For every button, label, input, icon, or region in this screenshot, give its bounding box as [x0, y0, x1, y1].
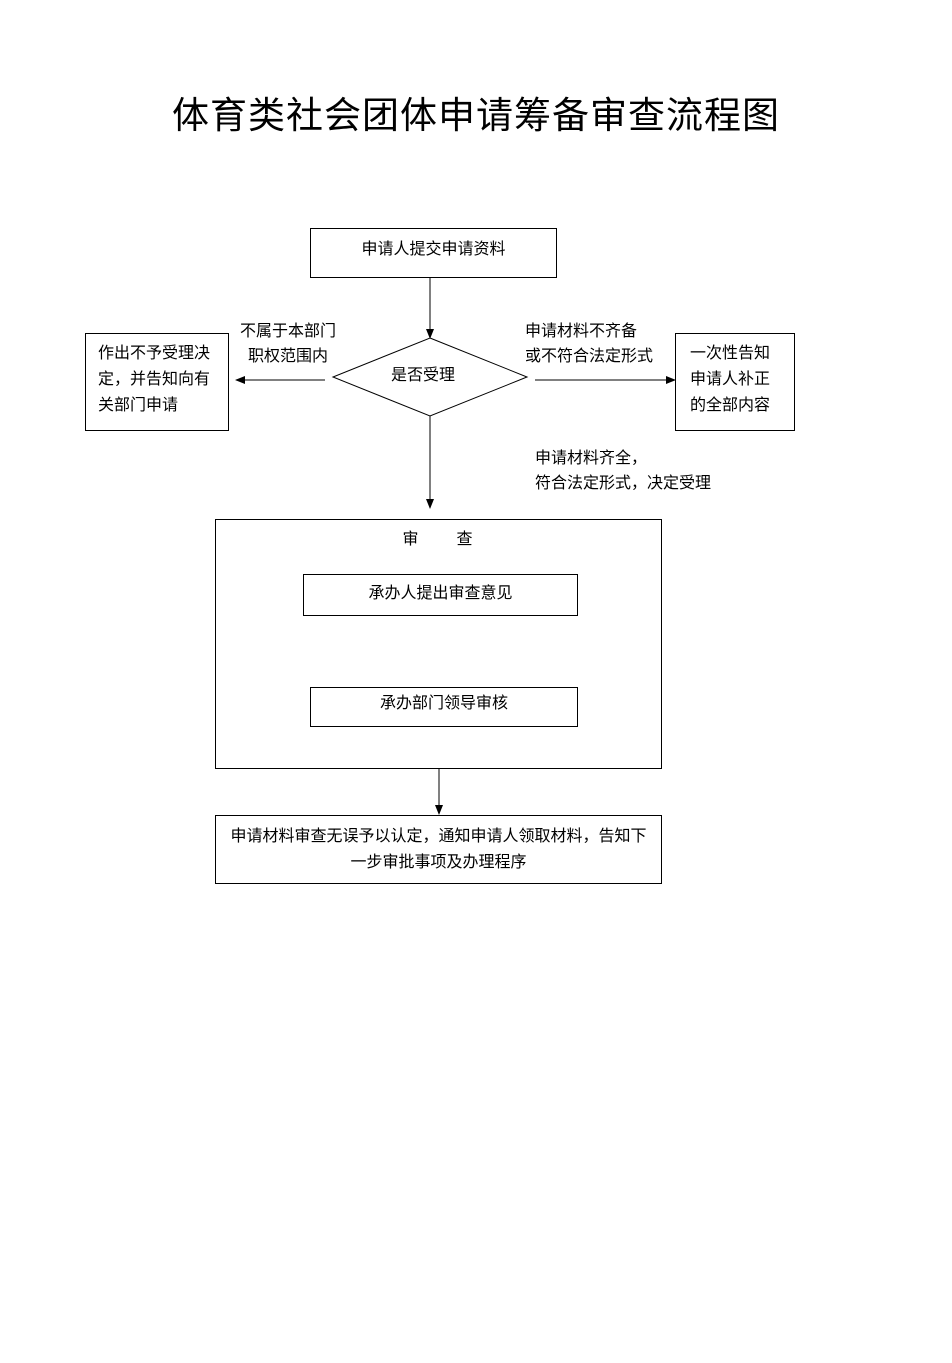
node-reject-text: 作出不予受理决定，并告知向有关部门申请	[98, 343, 211, 414]
node-submit: 申请人提交申请资料	[310, 228, 557, 278]
node-final: 申请材料审查无误予以认定，通知申请人领取材料，告知下一步审批事项及办理程序	[215, 815, 662, 884]
node-review-step1: 承办人提出审查意见	[303, 574, 578, 616]
node-notify-text: 一次性告知申请人补正的全部内容	[690, 343, 771, 414]
page-title: 体育类社会团体申请筹备审查流程图	[172, 94, 780, 137]
edge-label-not-in-scope: 不属于本部门 职权范围内	[239, 321, 336, 365]
edge-label-accepted: 申请材料齐全， 符合法定形式，决定受理	[535, 448, 712, 492]
node-reject: 作出不予受理决定，并告知向有关部门申请	[85, 333, 229, 431]
node-final-text: 申请材料审查无误予以认定，通知申请人领取材料，告知下一步审批事项及办理程序	[230, 826, 647, 871]
node-notify: 一次性告知申请人补正的全部内容	[675, 333, 795, 431]
review-container: 审 查	[215, 519, 662, 769]
node-decision-text: 是否受理	[390, 365, 455, 384]
node-review-step2: 承办部门领导审核	[310, 687, 578, 727]
review-title: 审 查	[402, 529, 475, 548]
node-review-step2-text: 承办部门领导审核	[379, 693, 508, 712]
edge-label-incomplete: 申请材料不齐备 或不符合法定形式	[525, 321, 654, 365]
node-review-step1-text: 承办人提出审查意见	[368, 583, 513, 602]
node-submit-text: 申请人提交申请资料	[361, 239, 506, 258]
